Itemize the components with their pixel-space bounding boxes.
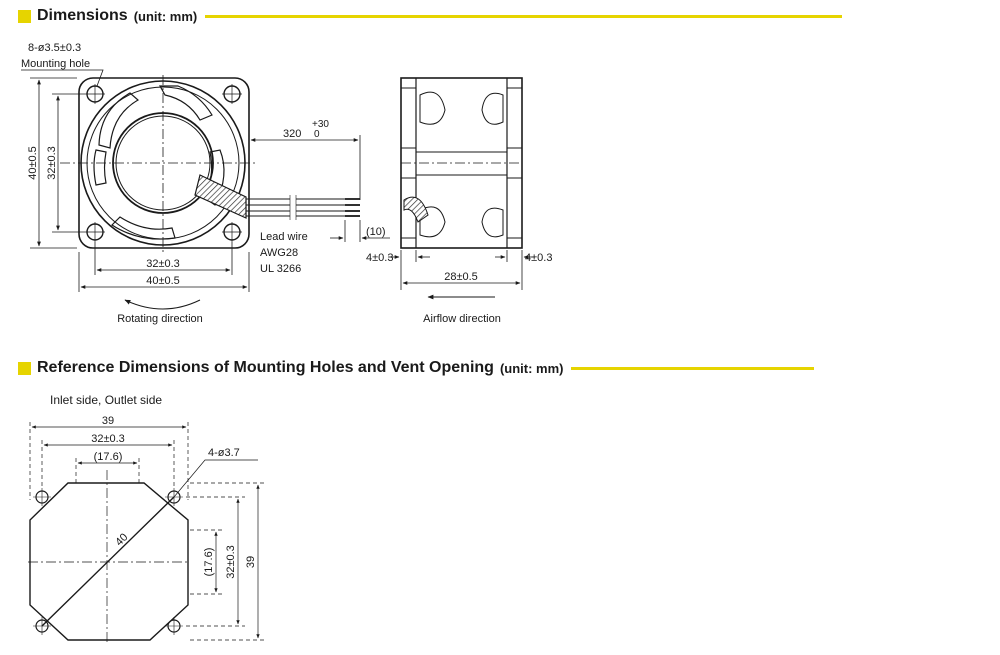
section-rule <box>571 366 815 370</box>
hole-spec-label: 8-ø3.5±0.3 <box>28 42 81 54</box>
rotation-caption: Rotating direction <box>117 313 203 325</box>
lead-wires <box>246 195 360 220</box>
mounting-hole-icon <box>222 222 242 242</box>
section-unit: (unit: mm) <box>133 8 198 24</box>
mounting-hole-icon <box>85 222 105 242</box>
dim-ref-right-vent: (17.6) <box>203 548 215 577</box>
dim-side-left: 4±0.3 <box>366 252 393 264</box>
hole-caption: Mounting hole <box>21 58 90 70</box>
dim-ref-top-outer: 39 <box>102 415 114 427</box>
dim-side-depth: 28±0.5 <box>444 271 478 283</box>
section-title: Dimensions <box>37 7 128 24</box>
mounting-hole-icon <box>33 488 51 506</box>
dim-ref-top-vent: (17.6) <box>94 451 123 463</box>
dim-ref-diagonal: 40 <box>113 531 130 548</box>
mounting-hole-icon <box>33 617 51 635</box>
fan-front-view <box>21 69 256 252</box>
dim-width-outer: 40±0.5 <box>146 275 180 287</box>
section-dimensions-header: Dimensions (unit: mm) <box>18 5 843 27</box>
dim-height-outer: 40±0.5 <box>27 146 39 180</box>
airflow-caption: Airflow direction <box>423 313 501 325</box>
section-rule <box>205 14 843 18</box>
reference-caption: Inlet side, Outlet side <box>50 393 162 407</box>
fan-side-view <box>400 77 523 249</box>
dim-height-inner: 32±0.3 <box>46 146 58 180</box>
dim-ref-right-outer: 39 <box>245 556 257 568</box>
mounting-hole-icon <box>165 617 183 635</box>
dim-width-inner: 32±0.3 <box>146 258 180 270</box>
dim-side-right: 4±0.3 <box>525 252 552 264</box>
dim-ref-right-inner: 32±0.3 <box>225 545 237 579</box>
section-marker-icon <box>18 9 31 23</box>
lead-strip-length: (10) <box>366 226 386 238</box>
reference-mounting-view <box>28 470 190 645</box>
lead-wire-standard: UL 3266 <box>260 263 301 275</box>
mounting-hole-icon <box>222 84 242 104</box>
lead-tol-plus: +30 <box>312 119 329 130</box>
lead-wire-gauge: AWG28 <box>260 247 298 259</box>
lead-tol-minus: 0 <box>314 129 320 140</box>
mounting-hole-icon <box>85 84 105 104</box>
section-reference-header: Reference Dimensions of Mounting Holes a… <box>18 357 815 379</box>
dim-ref-top-inner: 32±0.3 <box>91 433 125 445</box>
ref-hole-label: 4-ø3.7 <box>208 447 240 459</box>
lead-length: 320 <box>283 128 301 140</box>
section-unit: (unit: mm) <box>499 360 564 376</box>
section-title: Reference Dimensions of Mounting Holes a… <box>37 359 494 376</box>
lead-wire-label: Lead wire <box>260 231 308 243</box>
section-marker-icon <box>18 361 31 375</box>
